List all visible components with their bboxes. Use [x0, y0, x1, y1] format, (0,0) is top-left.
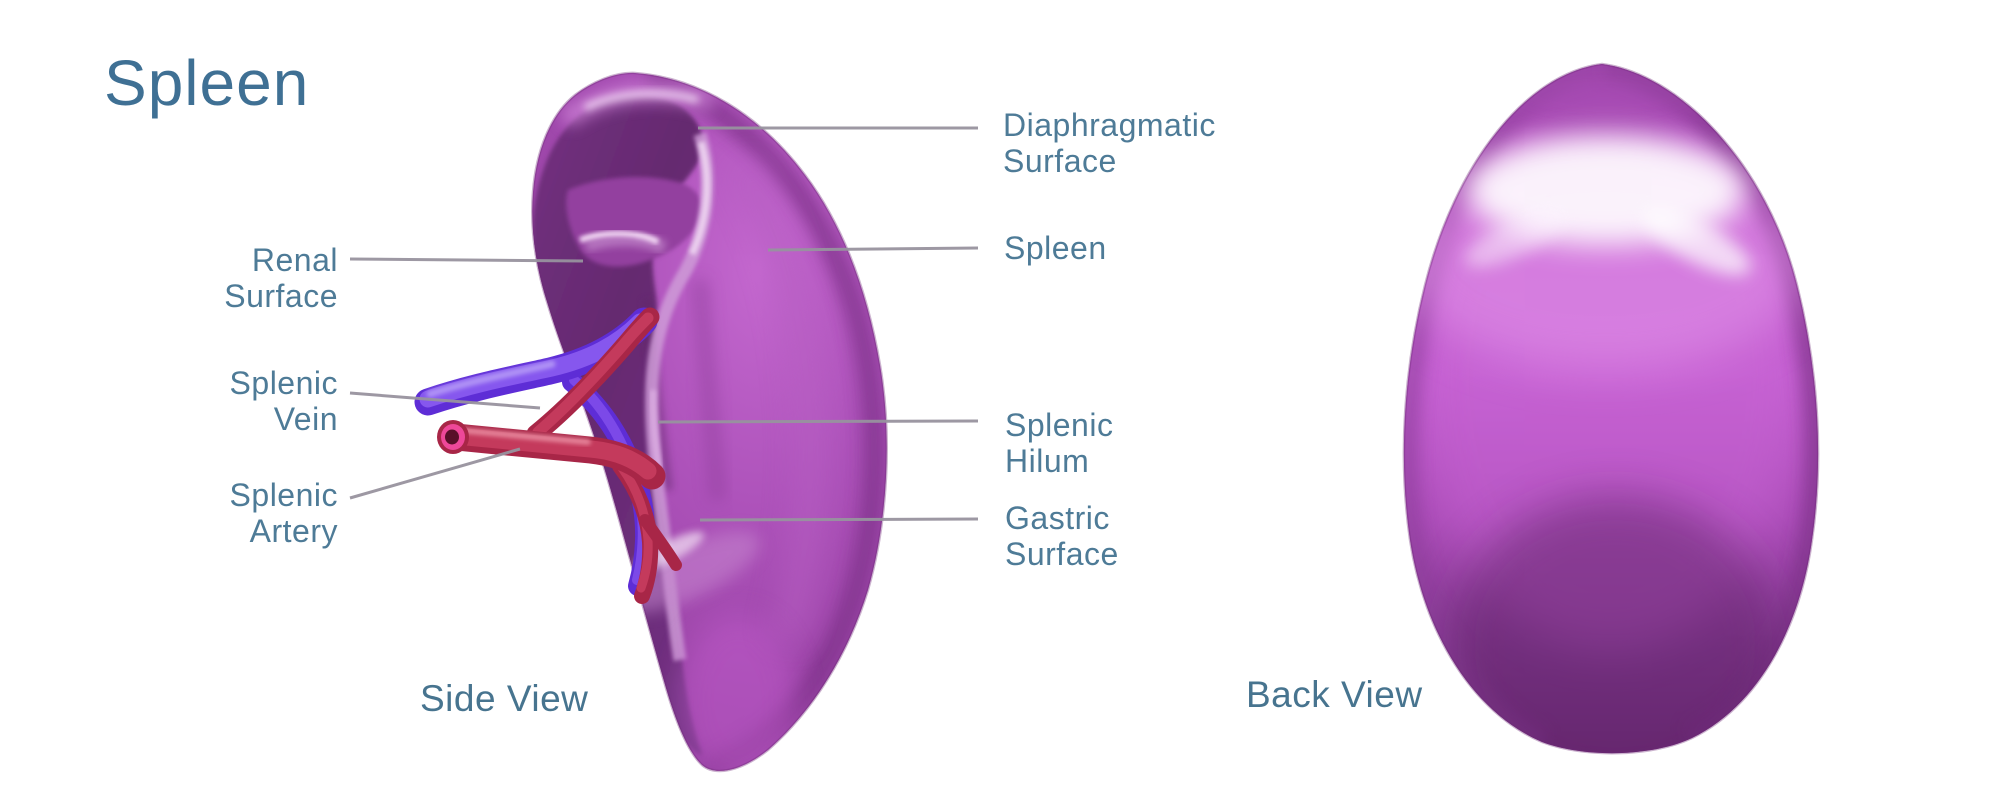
leader-line-spleen	[767, 246, 979, 252]
label-spleen: Spleen	[1004, 230, 1107, 266]
splenic-artery-vessel	[437, 307, 682, 604]
artery-open-end	[437, 420, 469, 454]
label-splenic-vein: Splenic Vein	[229, 365, 338, 437]
leader-line-splenic-vein	[349, 391, 541, 410]
leader-lines	[349, 126, 979, 522]
label-gastric-surface: Gastric Surface	[1005, 500, 1119, 572]
label-diaphragmatic-surface: Diaphragmatic Surface	[1003, 107, 1216, 179]
leader-line-splenic-artery	[349, 447, 521, 500]
leader-line-splenic-hilum	[657, 419, 979, 424]
back-view-caption: Back View	[1246, 674, 1423, 715]
label-splenic-hilum: Splenic Hilum	[1005, 407, 1114, 479]
side-view-caption: Side View	[420, 678, 589, 719]
label-renal-surface: Renal Surface	[224, 242, 338, 314]
page-title: Spleen	[104, 47, 310, 119]
leader-line-gastric-surface	[699, 517, 979, 522]
label-splenic-artery: Splenic Artery	[229, 477, 338, 549]
leader-line-renal-surface	[349, 257, 584, 263]
back-view-illustration	[1402, 62, 1820, 755]
